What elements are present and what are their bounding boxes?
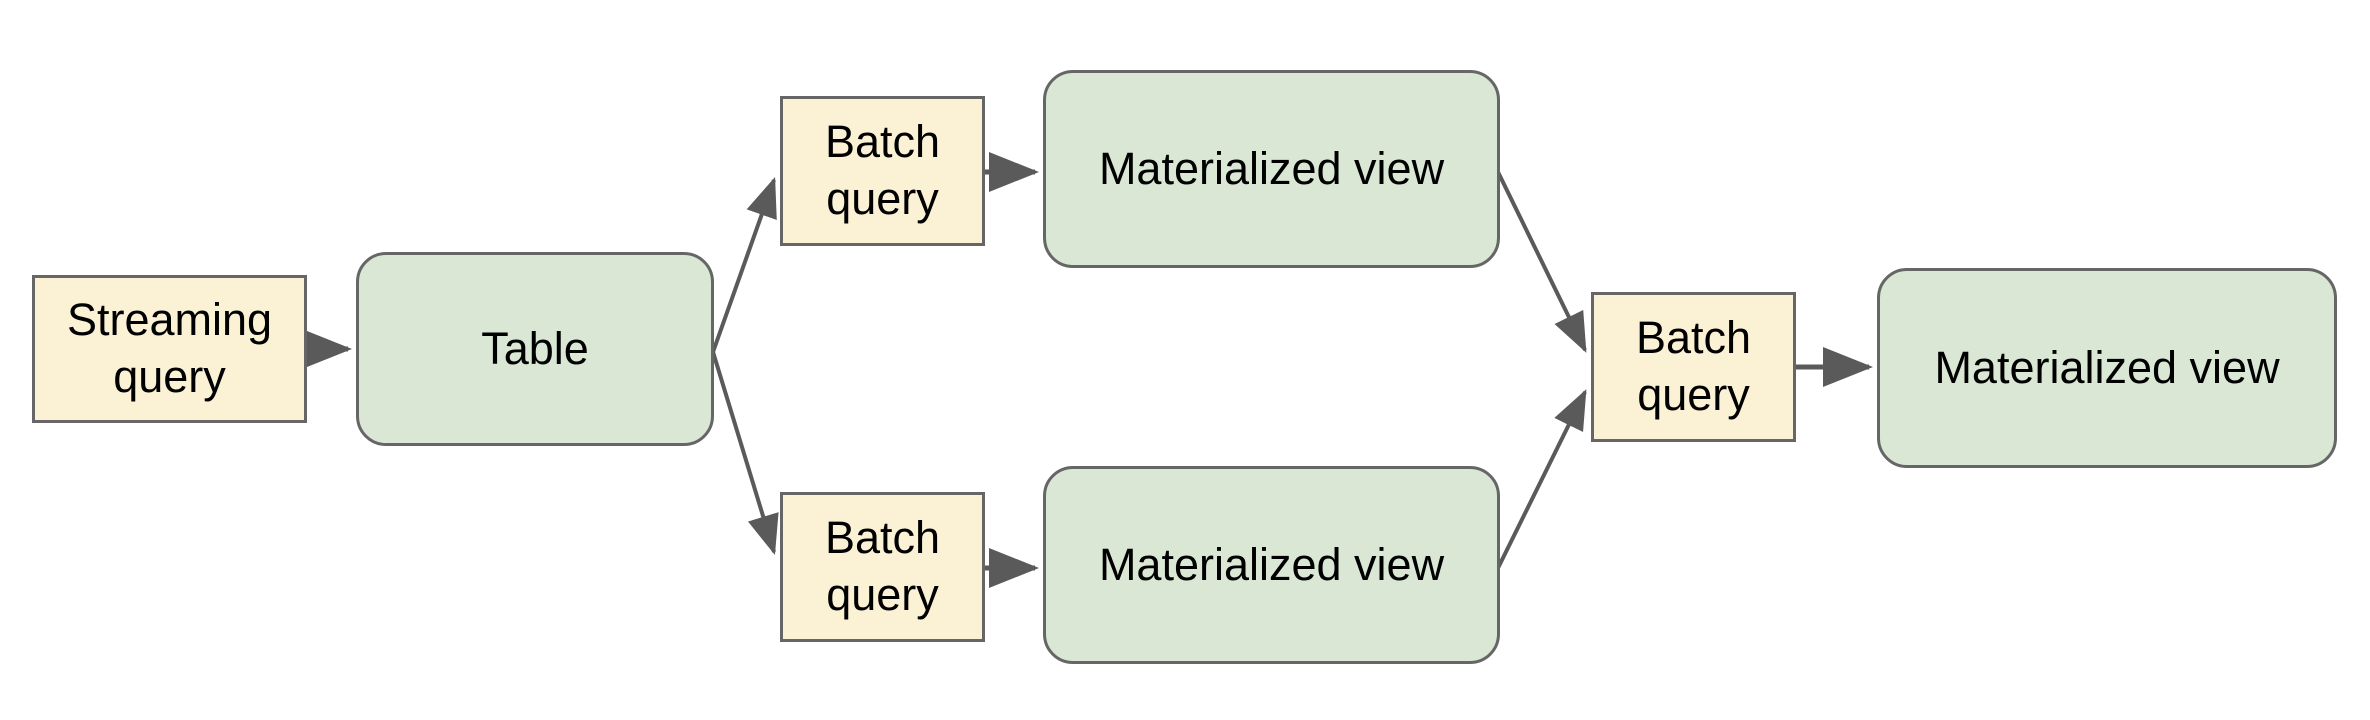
node-batch-query-top-label: Batch query bbox=[824, 116, 941, 224]
node-materialized-view-bottom-label: Materialized view bbox=[1098, 538, 1445, 590]
node-batch-query-top[interactable]: Batch query bbox=[780, 96, 985, 246]
edge-table-to-batch-top bbox=[711, 176, 777, 353]
node-table[interactable]: Table bbox=[356, 252, 714, 446]
node-materialized-view-bottom[interactable]: Materialized view bbox=[1043, 466, 1500, 664]
edge-table-to-batch-bottom bbox=[711, 351, 779, 556]
node-batch-query-bottom-label: Batch query bbox=[824, 512, 941, 620]
edge-mv-top-to-batch-join bbox=[1496, 171, 1587, 353]
node-materialized-view-final-label: Materialized view bbox=[1934, 341, 2280, 393]
node-batch-query-join[interactable]: Batch query bbox=[1591, 292, 1796, 442]
node-streaming-query-label: Streaming query bbox=[66, 294, 273, 402]
node-materialized-view-top[interactable]: Materialized view bbox=[1043, 70, 1500, 268]
node-batch-query-bottom[interactable]: Batch query bbox=[780, 492, 985, 642]
node-materialized-view-final[interactable]: Materialized view bbox=[1877, 268, 2337, 468]
node-batch-query-join-label: Batch query bbox=[1635, 312, 1752, 420]
node-materialized-view-top-label: Materialized view bbox=[1098, 142, 1445, 194]
edge-mv-bottom-to-batch-join bbox=[1496, 389, 1587, 569]
node-table-label: Table bbox=[481, 322, 589, 374]
node-streaming-query[interactable]: Streaming query bbox=[32, 275, 307, 423]
